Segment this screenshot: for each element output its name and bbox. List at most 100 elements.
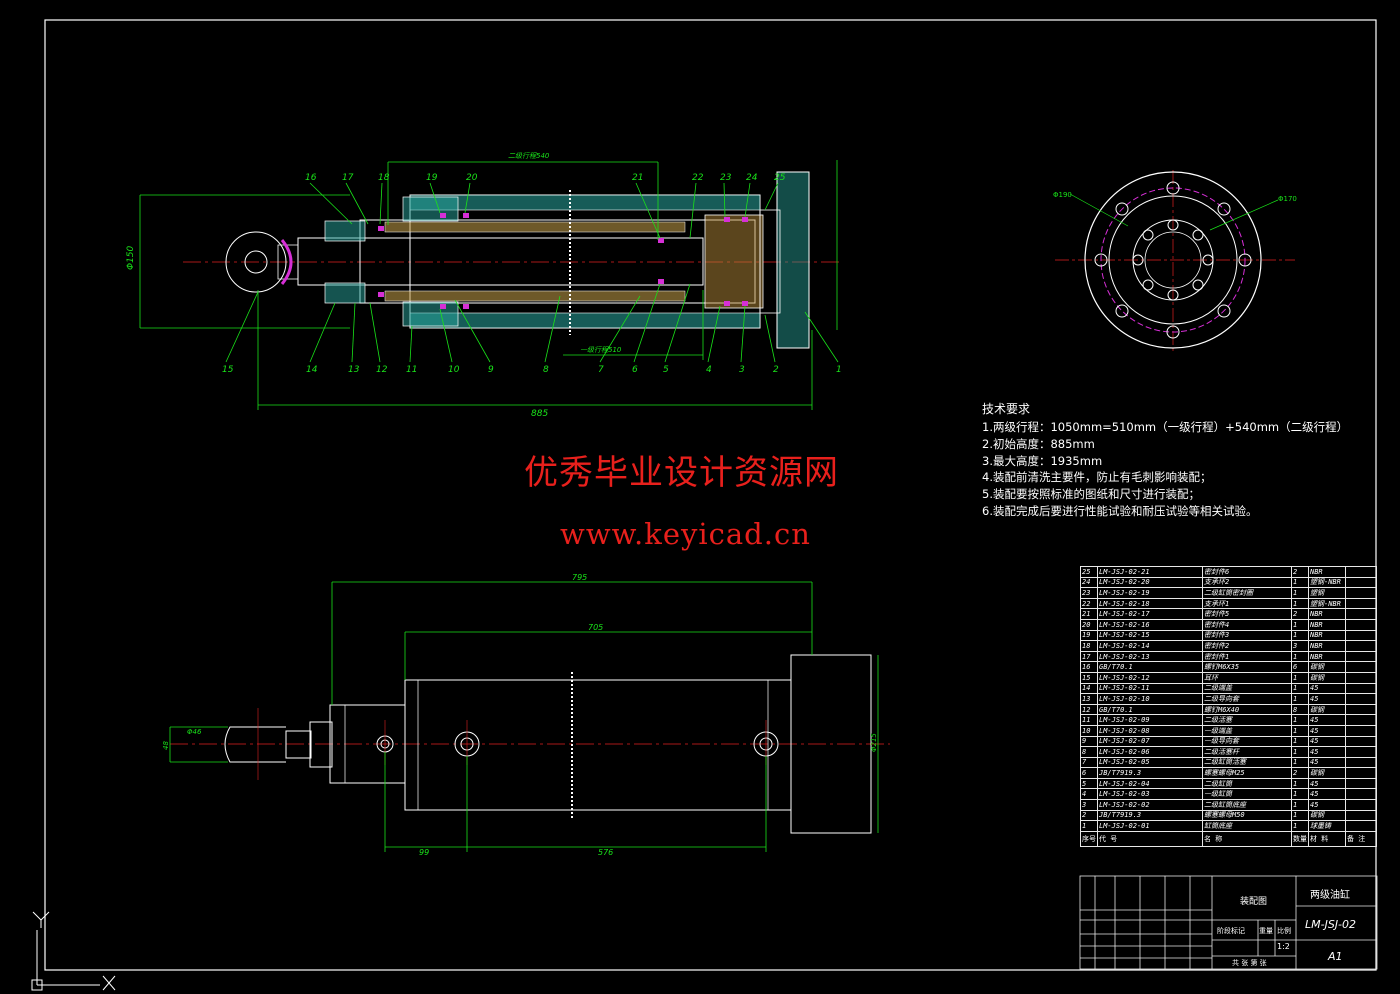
balloon-20: 20	[466, 173, 478, 183]
bom-note	[1345, 618, 1377, 631]
bom-material: 45	[1308, 693, 1346, 705]
balloon-23: 23	[720, 173, 732, 183]
bom-material: 45	[1308, 746, 1346, 758]
tb-scale-label: 比例	[1277, 927, 1291, 935]
balloon-5: 5	[663, 365, 669, 375]
dim-rod-end: 48	[162, 741, 170, 750]
tb-assembly-label: 装配图	[1240, 897, 1268, 907]
note-line-5: 5.装配要按照标准的图纸和尺寸进行装配；	[982, 487, 1200, 502]
bom-qty: 1	[1291, 756, 1309, 769]
bom-no: 6	[1080, 767, 1098, 779]
bom-name: 支承环1	[1202, 597, 1292, 610]
bom-name: 密封件5	[1202, 608, 1292, 620]
bom-code: LM-JSJ-02-05	[1097, 756, 1203, 769]
bom-qty: 1	[1291, 820, 1309, 832]
watermark-url[interactable]: www.keyicad.cn	[560, 517, 811, 551]
balloon-8: 8	[543, 365, 549, 375]
bom-material: 碳钢	[1308, 661, 1346, 673]
bom-no: 1	[1080, 820, 1098, 832]
bom-no: 24	[1080, 576, 1098, 589]
bom-note	[1345, 799, 1377, 811]
bom-name: 支承环2	[1202, 576, 1292, 589]
bom-no: 20	[1080, 618, 1098, 631]
watermark-title: 优秀毕业设计资源网	[524, 453, 839, 493]
bom-name: 二级缸筒密封圈	[1202, 587, 1292, 599]
bom-material: 球墨铸	[1308, 820, 1346, 832]
bom-qty: 6	[1291, 661, 1309, 673]
bom-qty: 1	[1291, 629, 1309, 642]
bom-qty: 1	[1291, 799, 1309, 811]
dim-stroke-2: 二级行程540	[508, 152, 550, 160]
bom-no: 19	[1080, 629, 1098, 642]
bom-name: 螺钉M6X35	[1202, 661, 1292, 673]
bom-note	[1345, 576, 1377, 589]
tb-sheet: A1	[1328, 950, 1343, 963]
bom-no: 14	[1080, 682, 1098, 695]
bom-header-name: 名 称	[1202, 830, 1292, 847]
bom-code: LM-JSJ-02-15	[1097, 629, 1203, 642]
bom-code: LM-JSJ-02-02	[1097, 799, 1203, 811]
bom-qty: 1	[1291, 693, 1309, 705]
bom-no: 9	[1080, 735, 1098, 748]
bom-qty: 1	[1291, 671, 1309, 684]
bom-qty: 1	[1291, 576, 1309, 589]
bom-material: 碳钢	[1308, 671, 1346, 684]
bom-no: 10	[1080, 724, 1098, 737]
bom-note	[1345, 597, 1377, 610]
notes-title: 技术要求	[982, 402, 1031, 416]
bom-code: LM-JSJ-02-19	[1097, 587, 1203, 599]
bom-name: 二级端盖	[1202, 682, 1292, 695]
dim-front-right: 576	[598, 848, 613, 857]
bom-note	[1345, 724, 1377, 737]
bom-qty: 1	[1291, 597, 1309, 610]
bom-note	[1345, 671, 1377, 684]
bom-qty: 1	[1291, 777, 1309, 790]
bom-code: LM-JSJ-02-07	[1097, 735, 1203, 748]
tb-total: 共 张 第 张	[1232, 959, 1267, 967]
balloon-9: 9	[488, 365, 494, 375]
bom-qty: 1	[1291, 714, 1309, 726]
bom-code: LM-JSJ-02-11	[1097, 682, 1203, 695]
bom-note	[1345, 820, 1377, 832]
bom-code: LM-JSJ-02-17	[1097, 608, 1203, 620]
balloon-3: 3	[739, 365, 745, 375]
dim-flange-left: Φ190	[1053, 191, 1072, 199]
bom-material: 45	[1308, 788, 1346, 801]
bom-qty: 1	[1291, 724, 1309, 737]
bom-material: NBR	[1308, 650, 1346, 663]
balloon-6: 6	[632, 365, 638, 375]
bom-note	[1345, 661, 1377, 673]
bom-material: NBR	[1308, 566, 1346, 578]
bom-no: 21	[1080, 608, 1098, 620]
bom-name: 密封件6	[1202, 566, 1292, 578]
balloon-13: 13	[348, 365, 360, 375]
bom-note	[1345, 735, 1377, 748]
bom-qty: 1	[1291, 788, 1309, 801]
bom-name: 一级导向套	[1202, 735, 1292, 748]
bom-material: NBR	[1308, 618, 1346, 631]
bom-header-no: 序号	[1080, 830, 1098, 847]
bom-qty: 1	[1291, 735, 1309, 748]
bom-code: LM-JSJ-02-04	[1097, 777, 1203, 790]
bom-material: NBR	[1308, 629, 1346, 642]
dim-stroke-1: 一级行程510	[580, 346, 622, 354]
bom-material: 塑钢	[1308, 587, 1346, 599]
bom-material: 塑钢-NBR	[1308, 597, 1346, 610]
bom-name: 二级缸筒底座	[1202, 799, 1292, 811]
bom-qty: 8	[1291, 703, 1309, 716]
balloon-1: 1	[836, 365, 842, 375]
bom-material: 45	[1308, 799, 1346, 811]
bom-material: 碳钢	[1308, 767, 1346, 779]
bom-name: 螺塞螺母M50	[1202, 809, 1292, 822]
